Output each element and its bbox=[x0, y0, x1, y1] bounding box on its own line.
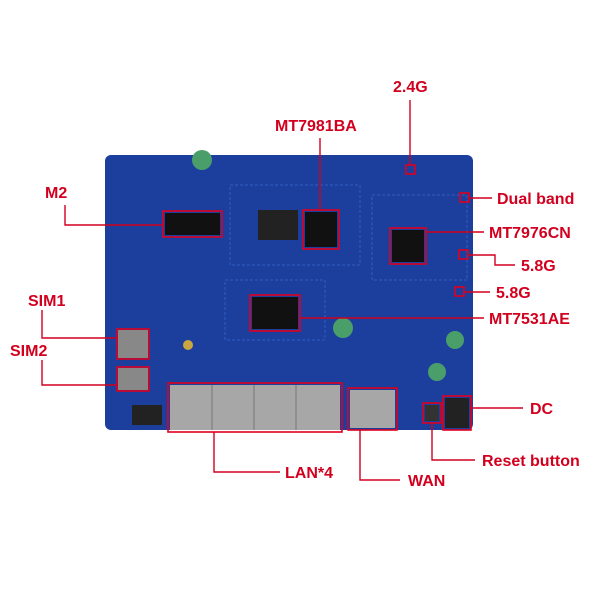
m2-box bbox=[162, 210, 223, 238]
mt7981ba-box bbox=[302, 209, 340, 250]
label-mt7531ae: MT7531AE bbox=[489, 311, 570, 328]
label-mt7981ba: MT7981BA bbox=[275, 118, 357, 135]
label-dual-band: Dual band bbox=[497, 191, 574, 208]
lan-box bbox=[167, 382, 343, 433]
sim2-box bbox=[116, 366, 150, 392]
dc-box bbox=[442, 395, 472, 431]
label-wan: WAN bbox=[408, 473, 445, 490]
sim1-box bbox=[116, 328, 150, 360]
wan-box bbox=[347, 387, 398, 431]
label-dc: DC bbox=[530, 401, 554, 418]
label-5-8g-b: 5.8G bbox=[496, 285, 531, 302]
mt7976cn-box bbox=[389, 227, 427, 265]
label-mt7976cn: MT7976CN bbox=[489, 225, 571, 242]
label-sim2: SIM2 bbox=[10, 343, 47, 360]
label-2-4g: 2.4G bbox=[393, 79, 428, 96]
label-lan: LAN*4 bbox=[285, 465, 333, 482]
label-sim1: SIM1 bbox=[28, 293, 65, 310]
label-5-8g-a: 5.8G bbox=[521, 258, 556, 275]
mt7531ae-box bbox=[249, 294, 301, 332]
label-m2: M2 bbox=[45, 185, 67, 202]
pcb-board bbox=[105, 150, 473, 430]
label-reset-button: Reset button bbox=[482, 453, 580, 470]
